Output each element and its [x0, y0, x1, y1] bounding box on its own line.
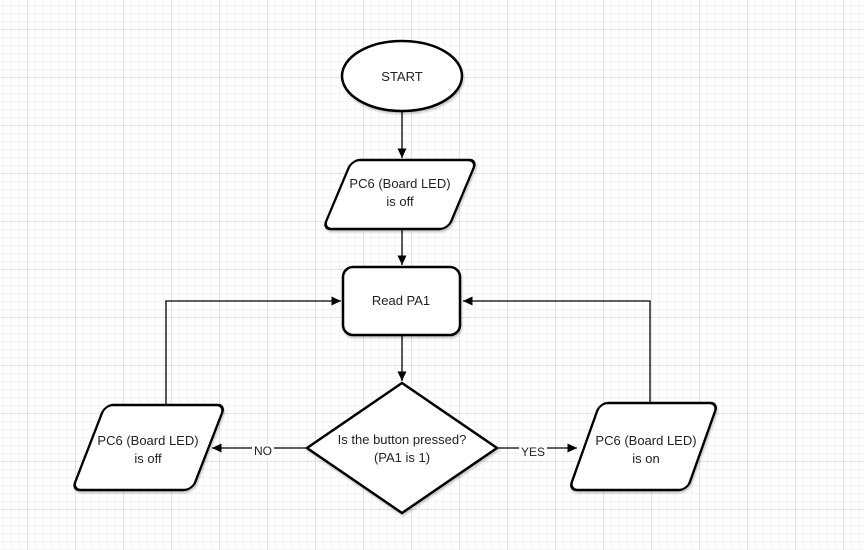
edge-led-on-loopback[interactable] — [463, 296, 651, 402]
led-off-label[interactable]: PC6 (Board LED) is off — [97, 433, 199, 466]
no-edge-label[interactable]: NO — [252, 443, 274, 459]
led-on-label[interactable]: PC6 (Board LED) is on — [595, 433, 697, 466]
decision-label[interactable]: Is the button pressed? (PA1 is 1) — [337, 432, 467, 465]
yes-edge-label[interactable]: YES — [518, 444, 548, 460]
led-off-init-label[interactable]: PC6 (Board LED) is off — [349, 176, 451, 209]
start-label[interactable]: START — [381, 69, 423, 85]
node-group — [72, 39, 718, 515]
edge-led-off-loopback[interactable] — [165, 296, 341, 404]
led-on-parallelogram[interactable] — [569, 401, 718, 492]
read-pa1-label[interactable]: Read PA1 — [371, 293, 431, 309]
led-off-init-parallelogram[interactable] — [323, 158, 477, 231]
start-ellipse[interactable] — [340, 39, 464, 113]
decision-diamond[interactable] — [304, 381, 500, 515]
led-off-parallelogram[interactable] — [72, 403, 225, 492]
read-pa1-box[interactable] — [341, 265, 462, 337]
